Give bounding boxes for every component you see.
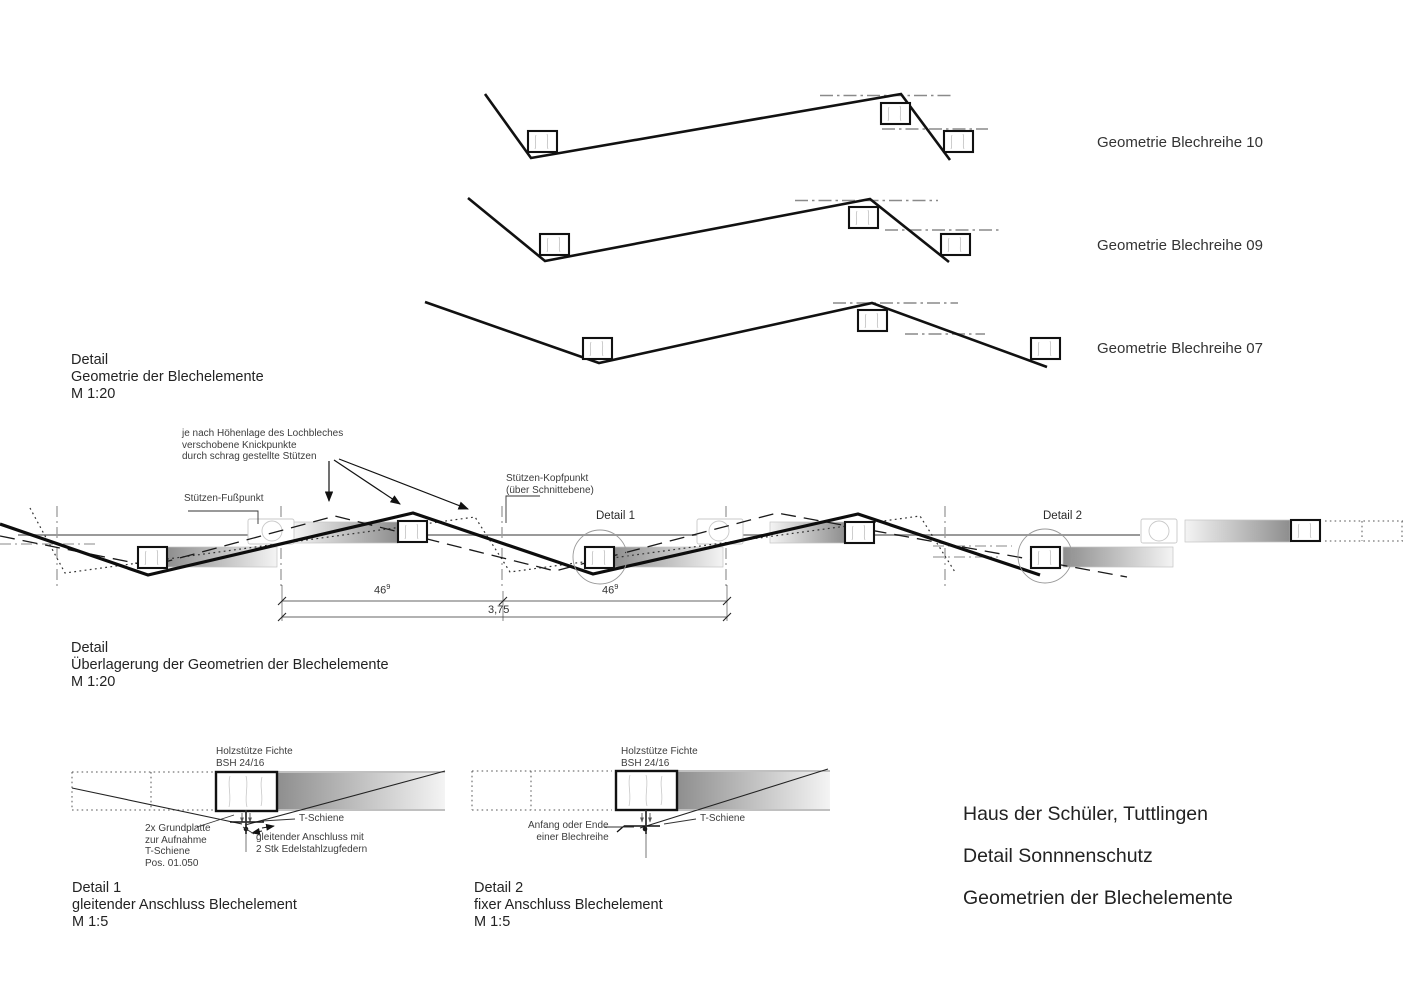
column-label-line: Holzstütze Fichte (216, 746, 293, 757)
row10-drawing (483, 92, 988, 161)
caption-line: Detail 1 (72, 880, 122, 896)
caption-line: Detail (71, 640, 109, 656)
dim-value: 46 (374, 584, 387, 597)
row10-label: Geometrie Blechreihe 10 (1097, 134, 1263, 151)
anschluss-line: gleitender Anschluss mit (256, 832, 364, 843)
knickpunkt-note: je nach Höhenlage des Lochbleches versch… (182, 428, 343, 463)
row09-drawing (467, 196, 1002, 264)
grundplatte-line: T-Schiene (145, 846, 191, 857)
dim-sup: 9 (386, 582, 391, 591)
overlay-caption: Detail Überlagerung der Geometrien der B… (71, 640, 389, 691)
caption-line: M 1:5 (474, 914, 511, 930)
fusspunkt-label: Stützen-Fußpunkt (184, 493, 264, 504)
anfang-line: Anfang oder Ende (528, 820, 609, 831)
row07-label: Geometrie Blechreihe 07 (1097, 340, 1263, 357)
detail1-marker: Detail 1 (596, 510, 635, 522)
caption-line: M 1:20 (71, 386, 116, 402)
column-label-line: BSH 24/16 (621, 757, 670, 769)
note-line: durch schrag gestellte Stützen (182, 451, 317, 462)
dim-value: 46 (602, 584, 615, 597)
detail1-column-label: Holzstütze Fichte BSH 24/16 (216, 746, 293, 769)
detail1-tschiene-label: T-Schiene (299, 813, 345, 824)
grundplatte-note: 2x Grundplatte zur Aufnahme T-Schiene Po… (145, 823, 211, 869)
detail2-column-label: Holzstütze Fichte BSH 24/16 (621, 746, 698, 769)
anfang-line: einer Blechreihe (536, 831, 609, 843)
detail2-caption: Detail 2 fixer Anschluss Blechelement M … (474, 880, 663, 931)
row07-drawing (424, 300, 1062, 369)
grundplatte-line: zur Aufnahme (145, 834, 207, 846)
kopfpunkt-label: Stützen-Kopfpunkt (über Schnittebene) (506, 473, 594, 496)
column-label-line: BSH 24/16 (216, 757, 265, 769)
overlay-drawing (0, 458, 1403, 622)
caption-line: gleitender Anschluss Blechelement (72, 897, 297, 913)
gleitender-anschluss-note: gleitender Anschluss mit 2 Stk Edelstahl… (256, 832, 367, 855)
anschluss-line: 2 Stk Edelstahlzugfedern (256, 843, 368, 855)
anfang-ende-note: Anfang oder Ende einer Blechreihe (528, 820, 609, 843)
note-line: je nach Höhenlage des Lochbleches (182, 428, 344, 439)
dim-right: 469 (602, 582, 618, 597)
dim-left: 469 (374, 582, 390, 597)
kopfpunkt-line: (über Schnittebene) (506, 484, 594, 496)
detail2-drawing (471, 768, 830, 858)
note-line: verschobene Knickpunkte (182, 439, 297, 451)
detail1-caption: Detail 1 gleitender Anschluss Blecheleme… (72, 880, 297, 931)
caption-line: M 1:5 (72, 914, 109, 930)
project-title: Haus der Schüler, Tuttlingen (963, 803, 1208, 825)
dim-sup: 9 (614, 582, 619, 591)
caption-line: Detail 2 (474, 880, 524, 896)
detail2-marker: Detail 2 (1043, 510, 1082, 522)
detail-geometry-caption: Detail Geometrie der Blechelemente M 1:2… (71, 352, 264, 403)
grundplatte-line: 2x Grundplatte (145, 823, 211, 834)
row09-label: Geometrie Blechreihe 09 (1097, 237, 1263, 254)
caption-line: fixer Anschluss Blechelement (474, 897, 663, 913)
caption-line: Überlagerung der Geometrien der Blechele… (71, 657, 389, 673)
caption-line: M 1:20 (71, 674, 116, 690)
caption-line: Geometrie der Blechelemente (71, 369, 264, 385)
caption-line: Detail (71, 352, 109, 368)
grundplatte-line: Pos. 01.050 (145, 857, 199, 869)
dim-total: 3,75 (488, 604, 510, 616)
sheet-title: Detail Sonnnenschutz (963, 845, 1153, 867)
kopfpunkt-line: Stützen-Kopfpunkt (506, 473, 589, 484)
column-label-line: Holzstütze Fichte (621, 746, 698, 757)
detail2-tschiene-label: T-Schiene (700, 813, 746, 824)
content-title: Geometrien der Blechelemente (963, 887, 1233, 909)
